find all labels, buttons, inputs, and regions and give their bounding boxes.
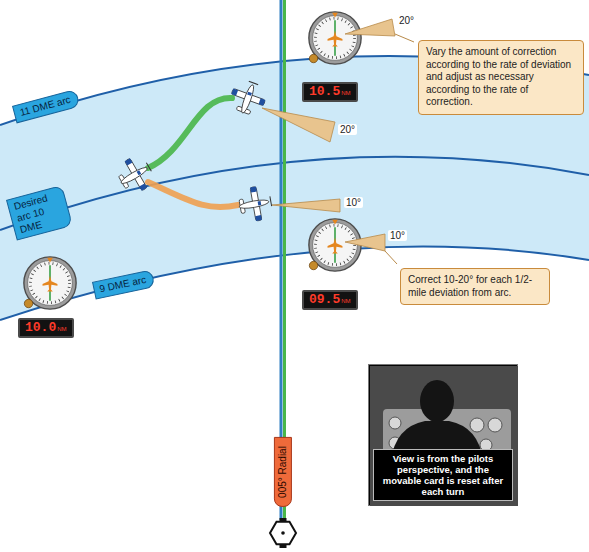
- dme-readout: 10.5: [309, 85, 340, 99]
- arc-tab: 9 DME arc: [92, 269, 156, 299]
- angle-label: 20°: [338, 124, 357, 135]
- angle-label: 10°: [344, 197, 363, 208]
- node-text: Vary the amount of correction according …: [426, 46, 576, 109]
- dme-display: 10.5NM: [302, 82, 358, 102]
- node-text: Correct 10-20° for each 1/2-mile deviati…: [408, 274, 542, 299]
- node-text: 11 DME arc: [19, 94, 72, 119]
- node-text: 9 DME arc: [98, 274, 147, 296]
- dme-readout: 10.0: [25, 321, 56, 335]
- dme-unit: NM: [341, 298, 350, 305]
- angle-label: 20°: [397, 15, 416, 26]
- angle-label: 10°: [388, 230, 407, 241]
- panel-caption: View is from the pilots perspective, and…: [373, 449, 513, 501]
- note-callout: Correct 10-20° for each 1/2-mile deviati…: [400, 268, 550, 305]
- node-text: Desired arc 10 DME: [13, 190, 65, 236]
- arc-tab: Desired arc 10 DME: [6, 185, 73, 241]
- dme-display: 09.5NM: [302, 290, 358, 310]
- dme-readout: 09.5: [309, 293, 340, 307]
- note-callout: Vary the amount of correction according …: [418, 40, 584, 115]
- arc-tab: 11 DME arc: [12, 89, 80, 123]
- dme-unit: NM: [341, 90, 350, 97]
- node-text: 005° Radial: [277, 446, 289, 498]
- radial-tab: 005° Radial: [274, 437, 292, 507]
- dme-display: 10.0NM: [18, 318, 74, 338]
- dme-unit: NM: [57, 326, 66, 333]
- pilot-view-panel: View is from the pilots perspective, and…: [368, 364, 518, 506]
